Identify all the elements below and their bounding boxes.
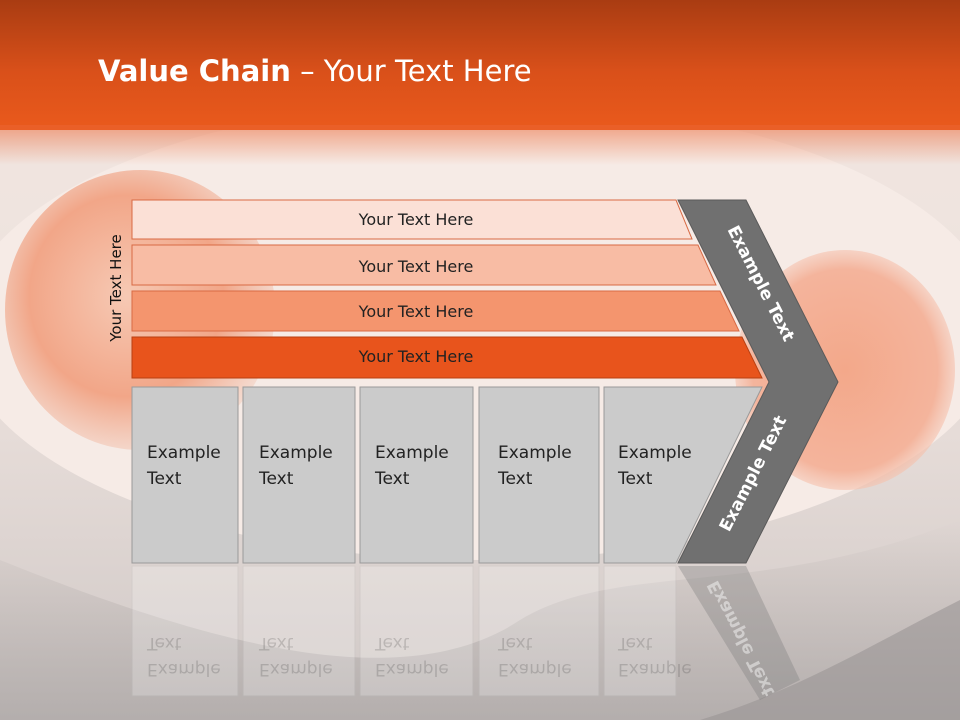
header-bar: [0, 0, 960, 130]
column-5-text: Example Text: [618, 440, 708, 492]
reflection-line2: Text: [147, 633, 182, 653]
column-3-text: Example Text: [375, 440, 465, 492]
column-5-reflection: Example Text: [618, 630, 708, 682]
title-bold: Value Chain: [98, 54, 291, 88]
reflection-line1: Example: [147, 659, 221, 679]
column-box-5: [603, 386, 763, 564]
title-rest: – Your Text Here: [290, 54, 532, 88]
column-5-line2: Text: [618, 469, 653, 489]
column-4-line1: Example: [498, 443, 572, 463]
bar-2-label: Your Text Here: [358, 257, 474, 276]
column-4-text: Example Text: [498, 440, 588, 492]
reflection-line2: Text: [618, 633, 653, 653]
reflection-line1: Example: [498, 659, 572, 679]
column-reflection: [131, 565, 677, 697]
column-4-reflection: Example Text: [498, 630, 588, 682]
reflection-line2: Text: [259, 633, 294, 653]
column-1-text: Example Text: [147, 440, 237, 492]
bar-3: [131, 290, 740, 332]
bar-4-label: Your Text Here: [358, 347, 474, 366]
column-3-line1: Example: [375, 443, 449, 463]
column-box-3: [359, 386, 474, 564]
reflection-line1: Example: [375, 659, 449, 679]
column-2-reflection: Example Text: [259, 630, 349, 682]
bar-1: [131, 199, 693, 240]
header-fade: [0, 125, 960, 165]
chevron-reflection: [678, 566, 800, 700]
column-1-line2: Text: [147, 469, 182, 489]
column-box-1: [131, 386, 239, 564]
column-1-line1: Example: [147, 443, 221, 463]
column-3-line2: Text: [375, 469, 410, 489]
chevron-arrow: [677, 199, 839, 564]
slide-title: Value Chain – Your Text Here: [98, 54, 532, 88]
bar-1-label: Your Text Here: [358, 210, 474, 229]
column-4-line2: Text: [498, 469, 533, 489]
column-2-line1: Example: [259, 443, 333, 463]
reflection-line2: Text: [498, 633, 533, 653]
reflection-line1: Example: [618, 659, 692, 679]
column-box-4: [478, 386, 600, 564]
bar-2: [131, 244, 717, 286]
bar-3-label: Your Text Here: [358, 302, 474, 321]
reflection-line1: Example: [259, 659, 333, 679]
reflection-line2: Text: [375, 633, 410, 653]
bar-4: [131, 336, 763, 379]
column-2-text: Example Text: [259, 440, 349, 492]
column-1-reflection: Example Text: [147, 630, 237, 682]
column-2-line2: Text: [259, 469, 294, 489]
column-box-2: [242, 386, 356, 564]
column-5-line1: Example: [618, 443, 692, 463]
column-3-reflection: Example Text: [375, 630, 465, 682]
